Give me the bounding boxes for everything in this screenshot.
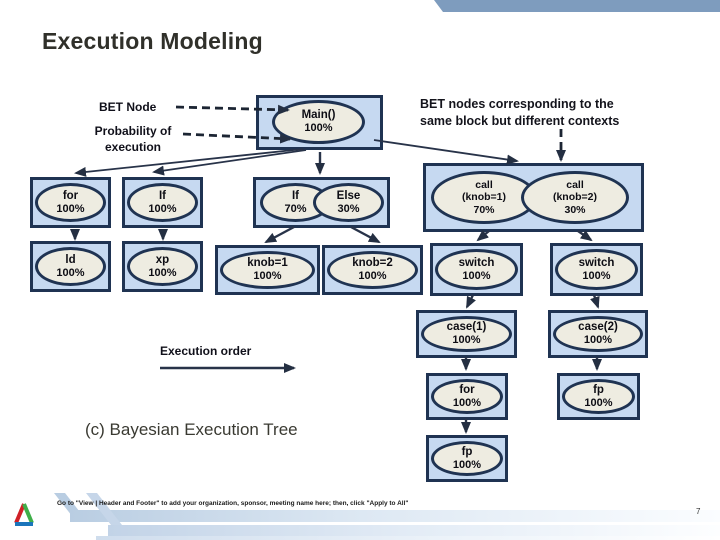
node-name: switch xyxy=(578,256,615,269)
bet-ellipse-if-top: If 100% xyxy=(127,183,198,222)
node-name: Main() xyxy=(301,109,336,121)
node-prob: 30% xyxy=(337,202,360,215)
bet-node-xp: xp 100% xyxy=(122,241,203,292)
top-banner-decoration xyxy=(434,0,720,12)
bet-node-for-top: for 100% xyxy=(30,177,111,228)
probability-label: Probability of execution xyxy=(94,124,172,154)
node-name: fp xyxy=(461,445,473,458)
bet-node-switch1: switch 100% xyxy=(430,243,523,296)
bet-node-if-top: If 100% xyxy=(122,177,203,228)
execution-order-label: Execution order xyxy=(160,344,252,358)
node-name: fp xyxy=(593,383,604,396)
node-prob: 100% xyxy=(452,458,482,471)
footer-swoosh-band-1 xyxy=(70,510,720,522)
bet-ellipse-ld: ld 100% xyxy=(35,247,106,286)
slide-title: Execution Modeling xyxy=(42,28,263,54)
edge-call2-to-switch2 xyxy=(577,230,593,242)
bet-ellipse-case2: case(2) 100% xyxy=(553,316,643,352)
bet-node-call-pair: call (knob=1) 70% call (knob=2) 30% xyxy=(423,163,644,232)
node-prob: 100% xyxy=(56,266,85,279)
bet-ellipse-case1: case(1) 100% xyxy=(421,316,512,352)
node-prob: 100% xyxy=(462,269,491,282)
node-name: Else xyxy=(336,189,361,202)
bet-ellipse-for-right: for 100% xyxy=(431,379,503,414)
node-prob: 100% xyxy=(452,334,481,346)
bet-ellipse-for-top: for 100% xyxy=(35,183,106,222)
node-name: call xyxy=(566,178,584,191)
node-name: for xyxy=(459,383,475,396)
node-prob: 100% xyxy=(148,202,177,215)
context-note-label: BET nodes corresponding to the same bloc… xyxy=(420,97,620,128)
node-prob: 100% xyxy=(56,202,85,215)
bet-ellipse-call1: call (knob=1) 70% xyxy=(431,171,537,224)
bet-node-main: Main() 100% xyxy=(256,95,383,150)
bet-ellipse-knob1: knob=1 100% xyxy=(220,251,315,289)
node-arg: (knob=1) xyxy=(461,191,507,204)
edge-call1-to-switch1 xyxy=(476,229,490,242)
bet-ellipse-knob2: knob=2 100% xyxy=(327,251,418,289)
edge-main-to-call xyxy=(373,139,519,165)
page-number: 7 xyxy=(696,507,701,516)
node-name: for xyxy=(62,189,79,202)
bet-ellipse-fp2: fp 100% xyxy=(431,441,503,476)
bet-ellipse-xp: xp 100% xyxy=(127,247,198,286)
node-prob: 30% xyxy=(564,203,586,216)
node-name: case(2) xyxy=(578,321,618,333)
bet-ellipse-call2: call (knob=2) 30% xyxy=(521,171,629,224)
bet-node-fp2: fp 100% xyxy=(426,435,508,482)
bet-ellipse-switch2: switch 100% xyxy=(555,249,638,290)
node-prob: 100% xyxy=(304,122,333,134)
footer-placeholder-note: Go to "View | Header and Footer" to add … xyxy=(57,500,409,507)
footer-swoosh-band-3 xyxy=(96,536,720,540)
bet-ellipse-switch1: switch 100% xyxy=(435,249,518,290)
node-prob: 100% xyxy=(584,396,613,409)
edge-else-to-knob2 xyxy=(350,225,381,244)
node-name: If xyxy=(158,189,167,202)
edge-if-to-knob1 xyxy=(264,225,295,244)
bet-node-case2: case(2) 100% xyxy=(548,310,648,358)
edge-switch2-to-case2 xyxy=(590,294,600,309)
node-prob: 100% xyxy=(358,270,387,282)
bet-ellipse-else-mid: Else 30% xyxy=(313,183,384,222)
node-prob: 100% xyxy=(583,334,613,346)
bet-node-case1: case(1) 100% xyxy=(416,310,517,358)
node-name: If xyxy=(291,189,300,202)
node-arg: (knob=2) xyxy=(552,191,598,204)
node-name: call xyxy=(475,178,493,191)
node-prob: 100% xyxy=(253,270,282,282)
node-name: xp xyxy=(155,253,170,266)
edge-switch1-to-case1 xyxy=(465,294,476,309)
node-prob: 70% xyxy=(284,202,307,215)
footer-swoosh-band-2 xyxy=(108,525,720,536)
node-name: ld xyxy=(65,253,76,266)
node-name: case(1) xyxy=(446,321,487,333)
node-prob: 100% xyxy=(452,396,482,409)
node-prob: 100% xyxy=(148,266,177,279)
bet-node-knob2: knob=2 100% xyxy=(322,245,423,295)
bet-node-label: BET Node xyxy=(99,100,157,114)
lab-triangle-logo xyxy=(14,503,34,526)
figure-caption: (c) Bayesian Execution Tree xyxy=(85,420,298,439)
bet-node-if-else: If 70% Else 30% xyxy=(253,177,390,228)
node-name: switch xyxy=(458,256,495,269)
bet-ellipse-fp1: fp 100% xyxy=(562,379,635,414)
node-name: knob=2 xyxy=(352,257,393,269)
bet-node-knob1: knob=1 100% xyxy=(215,245,320,295)
node-prob: 100% xyxy=(582,269,611,282)
bet-node-for-right: for 100% xyxy=(426,373,508,420)
node-prob: 70% xyxy=(473,203,495,216)
bet-node-switch2: switch 100% xyxy=(550,243,643,296)
bet-node-fp1: fp 100% xyxy=(557,373,640,420)
bet-node-ld: ld 100% xyxy=(30,241,111,292)
node-name: knob=1 xyxy=(247,257,288,269)
bet-ellipse-main: Main() 100% xyxy=(272,100,365,144)
